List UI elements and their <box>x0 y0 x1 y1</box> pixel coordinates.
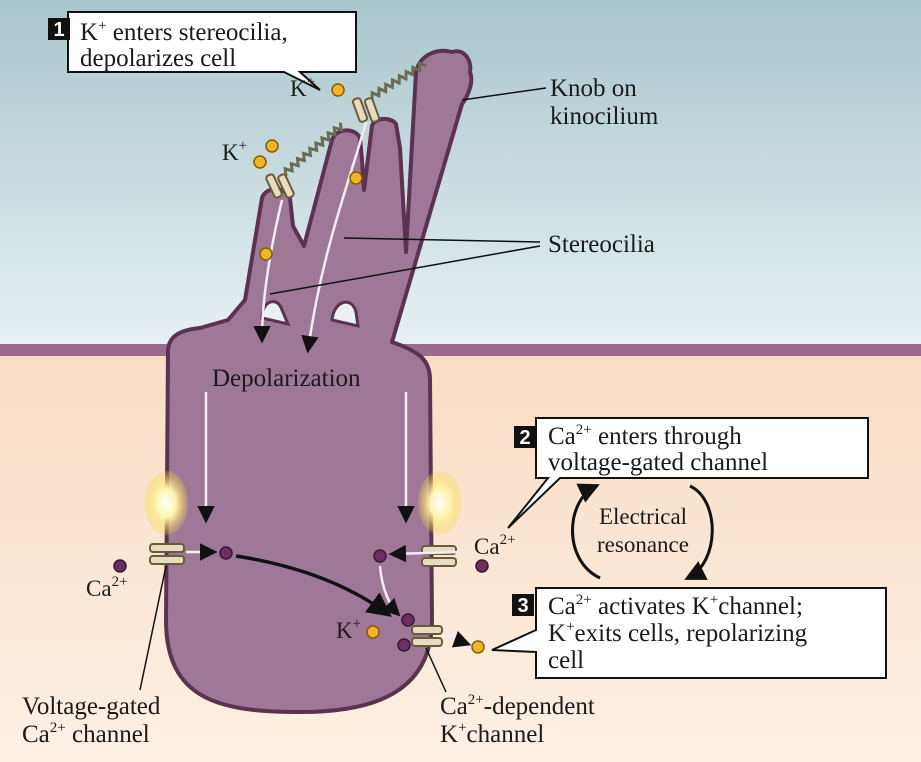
ca-dependent-k-channel <box>411 625 443 647</box>
step-1-number: 1 <box>53 19 64 41</box>
step-3-line2: K+exits cells, repolarizing <box>548 619 808 647</box>
vg-channel-leader <box>139 565 167 691</box>
k-ion <box>366 625 380 639</box>
knob-leader <box>461 87 547 101</box>
step-2-callout: 2 Ca2+ enters through voltage-gated chan… <box>507 417 869 529</box>
voltage-flash-right <box>418 471 462 535</box>
knob-label-line1: Knob on <box>550 75 637 102</box>
tip-links <box>283 60 427 177</box>
resonance-label-line1: Electrical <box>599 504 687 529</box>
step-3-line1: Ca2+ activates K+channel; <box>548 592 803 620</box>
ca-ion <box>373 549 387 563</box>
resonance-cycle <box>571 483 714 580</box>
depolarization-label: Depolarization <box>212 365 361 392</box>
ion-flow-arrows <box>186 543 472 648</box>
ca-ion <box>401 613 415 627</box>
cad-channel-label-line2: K+channel <box>440 720 544 748</box>
k-label-middle: K+ <box>222 138 247 165</box>
step-3-number: 3 <box>517 595 528 617</box>
calcium-ions <box>113 546 489 652</box>
potassium-ions <box>253 83 485 654</box>
voltage-flash-left <box>144 471 188 535</box>
stereocilia-gap-2 <box>330 300 360 328</box>
ca-label-right: Ca2+ <box>474 532 516 559</box>
step-2-line2: voltage-gated channel <box>548 449 768 476</box>
step-3-callout: 3 Ca2+ activates K+channel; K+exits cell… <box>491 587 887 679</box>
step-1-line1: K+ enters stereocilia, <box>80 18 288 46</box>
voltage-gated-ca-channel-left <box>149 543 185 565</box>
cad-channel-label-line1: Ca2+-dependent <box>440 692 595 720</box>
k-label-bottom: K+ <box>336 616 361 643</box>
k-ion <box>253 155 267 169</box>
ca-ion <box>113 559 127 573</box>
k-ion <box>331 83 345 97</box>
reticular-membrane <box>0 344 921 356</box>
step-1-callout: 1 K+ enters stereocilia, depolarizes cel… <box>48 11 357 91</box>
ca-ion <box>397 638 411 652</box>
step-2-number: 2 <box>519 427 530 449</box>
stereocilia-leader-2 <box>269 245 541 295</box>
step-2-line1: Ca2+ enters through <box>548 422 742 450</box>
vg-channel-label-line1: Voltage-gated <box>22 693 161 720</box>
ca-ion <box>475 559 489 573</box>
ca-label-left: Ca2+ <box>86 574 128 601</box>
k-ion <box>265 139 279 153</box>
k-ion <box>349 171 363 185</box>
leader-lines <box>139 87 547 693</box>
depolarization-arrows <box>197 392 415 524</box>
k-label-top: K+ <box>290 74 315 101</box>
step-3-line3: cell <box>548 647 584 674</box>
k-ion <box>259 247 273 261</box>
potassium-flow-paths <box>253 121 368 354</box>
step-1-line2: depolarizes cell <box>80 45 236 72</box>
stereocilia-leader-1 <box>343 237 541 243</box>
resonance-label-line2: resonance <box>597 532 689 557</box>
cad-channel-leader <box>425 647 447 693</box>
ca-ion <box>219 546 233 560</box>
stereocilia-label: Stereocilia <box>548 231 655 258</box>
transduction-channel-2 <box>351 97 381 123</box>
knob-label-line2: kinocilium <box>550 103 659 130</box>
transduction-channel-1 <box>265 173 295 199</box>
vg-channel-label-line2: Ca2+ channel <box>22 720 150 748</box>
k-ion <box>471 640 485 654</box>
